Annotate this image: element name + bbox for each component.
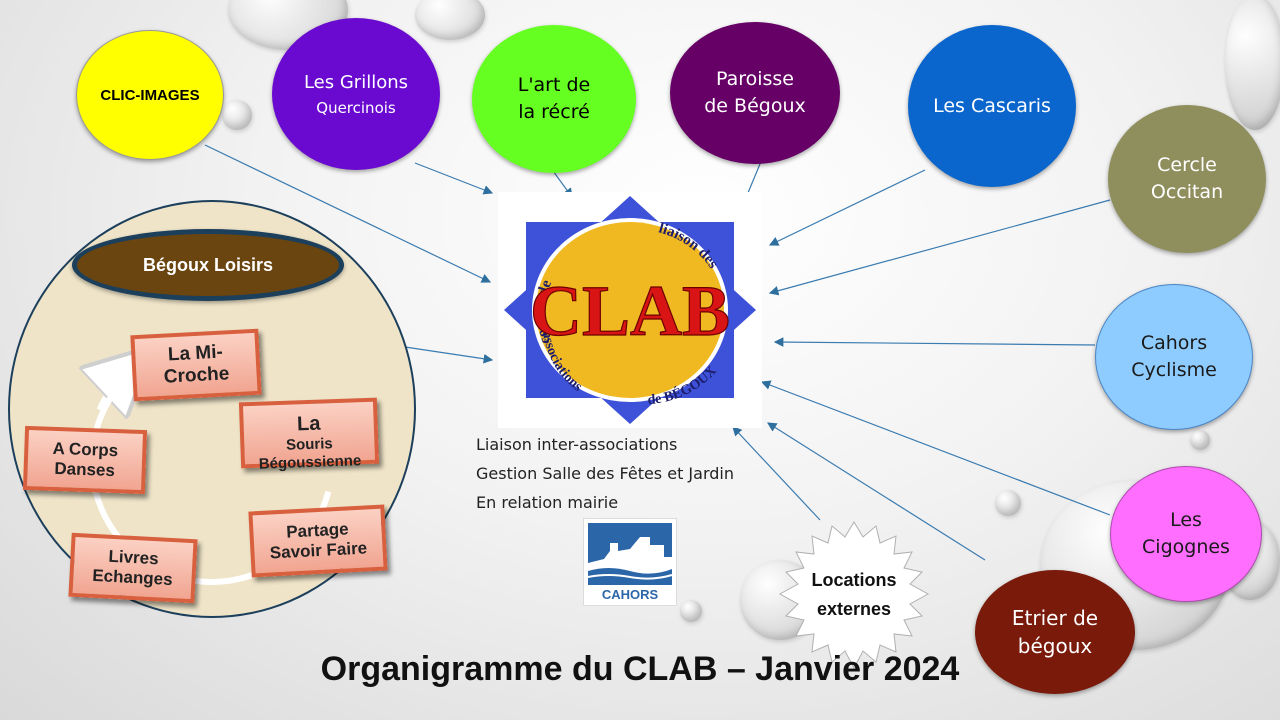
node-art-recre: L'art de la récré <box>472 25 636 173</box>
activity-a-corps-danses: A Corps Danses <box>22 425 148 495</box>
activity-partage-savoir-faire: Partage Savoir Faire <box>248 504 388 578</box>
cahors-logo: CAHORS <box>583 518 677 606</box>
locations-externes-badge: Locations externes <box>770 520 938 670</box>
arrow-clic-images <box>204 144 492 283</box>
node-label: Cercle Occitan <box>1150 154 1224 203</box>
node-cigognes: Les Cigognes <box>1110 466 1262 602</box>
node-sublabel: Quercinois <box>316 98 396 117</box>
cahors-logo-text: CAHORS <box>602 587 659 602</box>
arrow-cigognes <box>760 380 1111 516</box>
decorative-drop <box>222 100 252 130</box>
node-label: CLIC-IMAGES <box>100 86 200 104</box>
node-cascaris: Les Cascaris <box>908 25 1076 187</box>
arrow-cascaris <box>768 169 926 246</box>
node-label: Les Grillons <box>303 71 409 93</box>
page-title: Organigramme du CLAB – Janvier 2024 <box>320 650 960 688</box>
decorative-drop <box>1225 0 1280 130</box>
arrow-cercle-occitan <box>768 199 1111 296</box>
node-etrier: Etrier de bégoux <box>975 570 1135 694</box>
node-les-grillons: Les Grillons Quercinois <box>272 18 440 170</box>
begoux-loisirs-title: Bégoux Loisirs <box>72 229 344 301</box>
clab-roles: Liaison inter-associations Gestion Salle… <box>476 430 806 517</box>
decorative-drop <box>1190 430 1210 450</box>
node-label: Etrier de bégoux <box>1011 606 1099 658</box>
activity-livres-echanges: Livres Echanges <box>68 532 198 604</box>
node-paroisse: Paroisse de Bégoux <box>670 22 840 164</box>
node-label: Les Cigognes <box>1142 509 1230 558</box>
clab-logo: comité de liaison des associations de BÉ… <box>498 192 762 428</box>
burst-shape <box>778 521 930 670</box>
clab-role: En relation mairie <box>476 493 619 512</box>
node-label: L'art de la récré <box>517 74 591 123</box>
arrow-begoux-loisirs <box>404 346 494 364</box>
node-cahors-cyclisme: Cahors Cyclisme <box>1095 284 1253 430</box>
arrow-locations <box>732 426 821 521</box>
node-cercle-occitan: Cercle Occitan <box>1108 105 1266 253</box>
clab-role: Gestion Salle des Fêtes et Jardin <box>476 464 734 483</box>
node-label: Cahors Cyclisme <box>1131 332 1217 381</box>
decorative-drop <box>995 490 1021 516</box>
activity-mi-croche: La Mi- Croche <box>130 328 262 402</box>
clab-logo-main-text: CLAB <box>530 271 730 351</box>
decorative-drop <box>415 0 485 40</box>
arrow-cahors-cyclisme <box>773 337 1096 347</box>
arrow-etrier <box>766 422 986 561</box>
node-label: Les Cascaris <box>933 95 1051 117</box>
arrow-grillons <box>414 162 494 195</box>
locations-externes-label: Locations externes <box>811 570 897 619</box>
decorative-drop <box>680 600 702 622</box>
node-clic-images: CLIC-IMAGES <box>76 30 224 160</box>
node-label: Paroisse de Bégoux <box>704 68 806 117</box>
clab-role: Liaison inter-associations <box>476 435 678 454</box>
activity-souris-begoussienne: La Souris Bégoussienne <box>238 397 380 473</box>
